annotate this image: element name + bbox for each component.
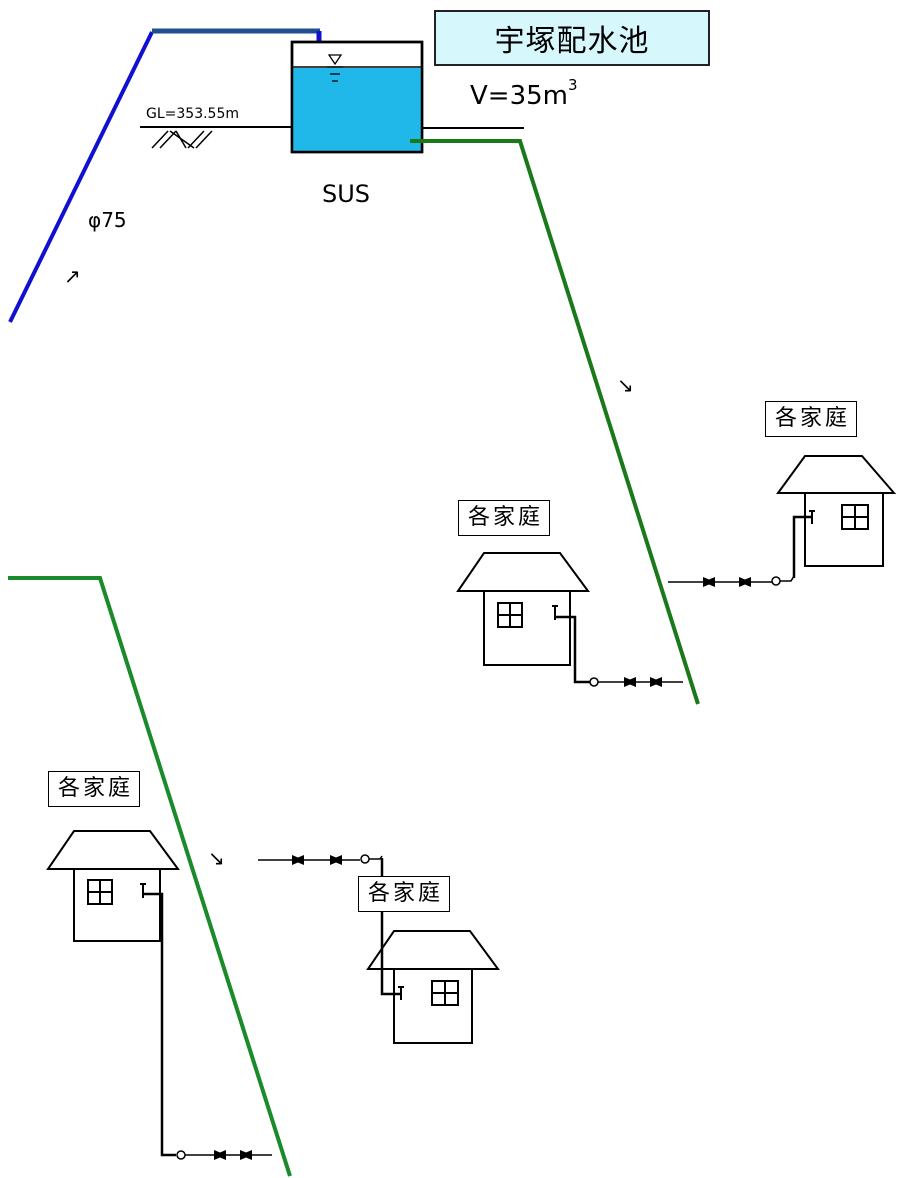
house-label-1: 各家庭 (765, 401, 858, 437)
inflow-pipe (8, 28, 322, 323)
window-icon (497, 602, 523, 628)
reservoir-tank (290, 40, 424, 154)
faucet-icon (792, 510, 815, 578)
tank-volume-exponent: 3 (567, 76, 578, 94)
service-pipe-1 (668, 575, 795, 587)
tank-volume-value: V=35m (470, 81, 568, 111)
ground-level-label: GL=353.55m (146, 106, 240, 122)
house-4 (46, 830, 272, 1160)
flow-arrow-down-icon: ↘ (208, 846, 225, 870)
window-icon (841, 504, 869, 530)
service-pipe-4 (176, 1150, 272, 1160)
window-icon (431, 980, 459, 1006)
flow-arrow-up-icon: ↗ (64, 264, 81, 288)
ground-line (140, 126, 524, 149)
flow-arrow-down-icon: ↘ (617, 373, 634, 397)
faucet-icon (552, 605, 590, 684)
house-3 (258, 854, 500, 1044)
window-icon (87, 879, 113, 905)
outflow-pipe-upper (410, 139, 700, 705)
tank-material: SUS (322, 180, 371, 208)
tank-volume: V=35m3 (470, 76, 578, 111)
service-pipe-2 (589, 677, 683, 687)
pipe-diameter-label: φ75 (88, 208, 127, 232)
reservoir-title: 宇塚配水池 (434, 10, 710, 66)
house-2 (456, 552, 683, 687)
house-1 (668, 455, 897, 587)
service-pipe-3 (258, 854, 383, 865)
house-label-2: 各家庭 (458, 500, 551, 536)
outflow-pipe-lower (8, 576, 292, 1177)
house-label-4: 各家庭 (48, 771, 141, 807)
faucet-icon (140, 883, 176, 1157)
house-label-3: 各家庭 (358, 876, 451, 912)
